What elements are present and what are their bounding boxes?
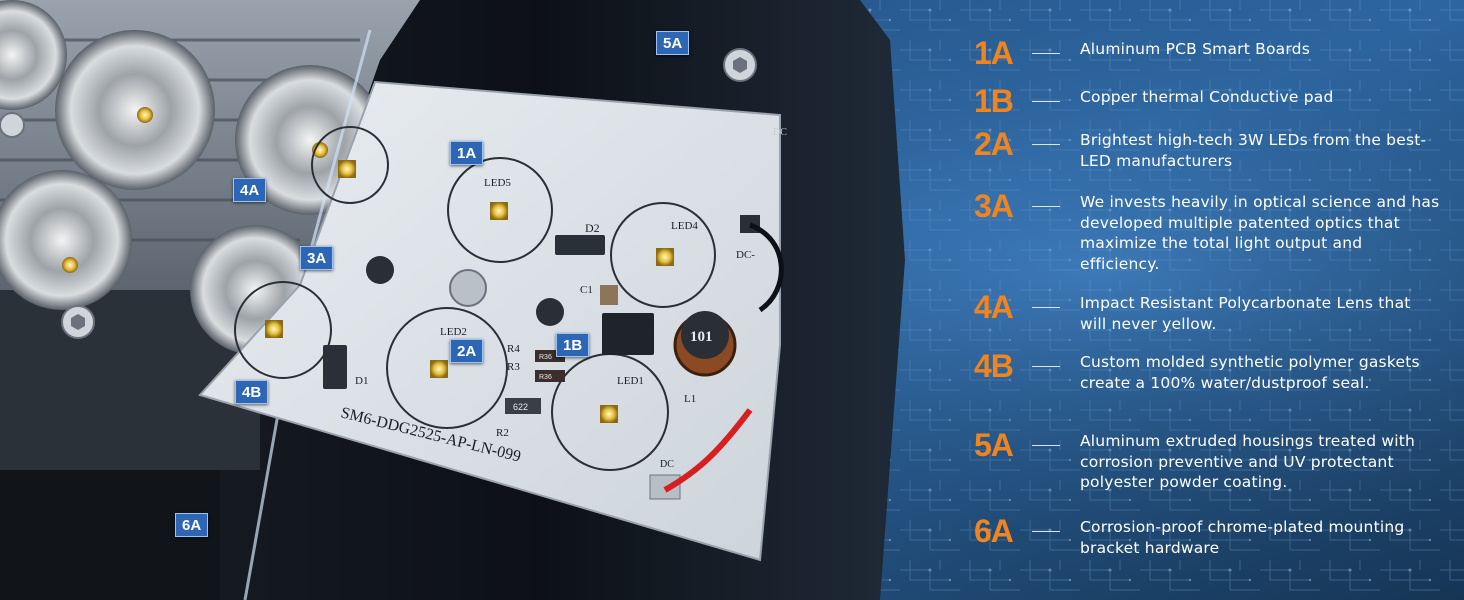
callout-4a: 4A (233, 178, 267, 202)
spec-code: 2A (974, 126, 1014, 162)
spec-legend: 1A Aluminum PCB Smart Boards 1B Copper t… (968, 0, 1464, 600)
spec-divider (1032, 445, 1060, 446)
callout-1b: 1B (556, 333, 590, 357)
callout-2a: 2A (450, 339, 484, 363)
spec-divider (1032, 307, 1060, 308)
r4-code: R36 (539, 354, 552, 361)
dc-minus-label: DC- (736, 249, 755, 261)
spec-code: 4B (974, 348, 1014, 384)
spec-text: Brightest high-tech 3W LEDs from the bes… (1080, 131, 1427, 170)
spec-code: 3A (974, 188, 1014, 224)
spec-text: Impact Resistant Polycarbonate Lens that… (1080, 294, 1411, 333)
spec-text: We invests heavily in optical science an… (1080, 193, 1440, 273)
r3-code: R36 (539, 374, 552, 381)
spec-divider (1032, 53, 1060, 54)
spec-divider (1032, 206, 1060, 207)
spec-divider (1032, 366, 1060, 367)
spec-text: Corrosion-proof chrome-plated mounting b… (1080, 518, 1405, 557)
spec-code: 1B (974, 83, 1014, 119)
callout-4b: 4B (235, 380, 269, 404)
spec-text: Custom molded synthetic polymer gaskets … (1080, 353, 1420, 392)
inductor-code: 101 (690, 329, 713, 345)
spec-divider (1032, 531, 1060, 532)
led5-label: LED5 (484, 177, 511, 189)
led1-label: LED1 (617, 375, 644, 387)
led2-label: LED2 (440, 326, 467, 338)
spec-code: 4A (974, 289, 1014, 325)
r2-code: 622 (513, 402, 528, 412)
callout-3a: 3A (300, 246, 334, 270)
r2-label: R2 (496, 427, 509, 439)
r3-label: R3 (507, 361, 520, 373)
c1-label: C1 (580, 284, 593, 296)
dc-top-label: DC (773, 127, 787, 138)
led4-label: LED4 (671, 220, 698, 232)
callout-6a: 6A (175, 513, 209, 537)
spec-code: 5A (974, 427, 1014, 463)
spec-code: 1A (974, 35, 1014, 71)
spec-divider (1032, 144, 1060, 145)
callout-1a: 1A (450, 141, 484, 165)
d1-label: D1 (355, 375, 368, 387)
spec-divider (1032, 101, 1060, 102)
r4-label: R4 (507, 343, 520, 355)
spec-text: Aluminum PCB Smart Boards (1080, 40, 1310, 58)
d2-label: D2 (585, 221, 600, 235)
spec-text: Copper thermal Conductive pad (1080, 88, 1334, 106)
callout-5a: 5A (656, 31, 690, 55)
spec-code: 6A (974, 513, 1014, 549)
dc-bottom-label: DC (660, 459, 674, 470)
l1-label: L1 (684, 393, 696, 405)
spec-text: Aluminum extruded housings treated with … (1080, 432, 1416, 491)
